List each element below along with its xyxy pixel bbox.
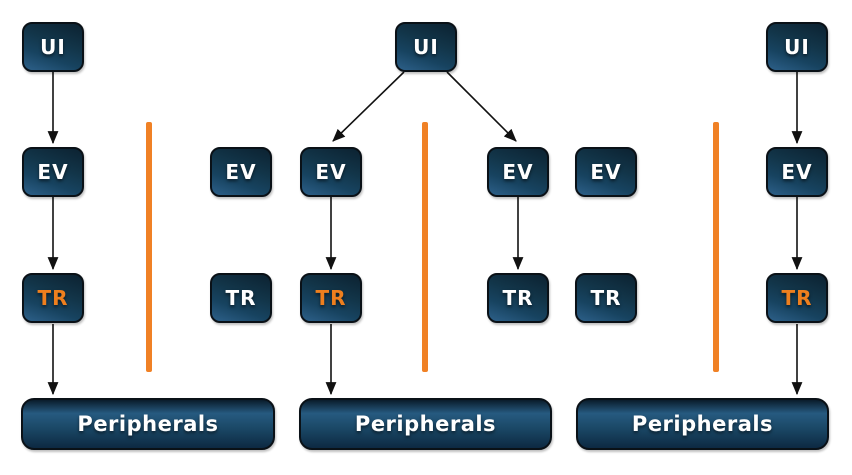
node-ev-right: EV bbox=[766, 147, 828, 197]
node-label: UI bbox=[784, 35, 810, 59]
node-label: TR bbox=[225, 286, 257, 310]
node-label: EV bbox=[37, 160, 69, 184]
node-label: EV bbox=[590, 160, 622, 184]
node-ui-right: UI bbox=[766, 22, 828, 72]
node-ev-left: EV bbox=[22, 147, 84, 197]
bar-label: Peripherals bbox=[631, 412, 774, 436]
bar-peripherals-left: Peripherals bbox=[21, 398, 275, 450]
divider-line-middle bbox=[422, 122, 428, 372]
node-label: EV bbox=[225, 160, 257, 184]
node-tr-left: TR bbox=[22, 273, 84, 323]
divider-line-right bbox=[713, 122, 719, 372]
node-label: TR bbox=[502, 286, 534, 310]
node-ev-standalone-left: EV bbox=[210, 147, 272, 197]
node-ui-middle: UI bbox=[395, 22, 457, 72]
node-ev-middle-left: EV bbox=[300, 147, 362, 197]
node-label: TR bbox=[37, 286, 69, 310]
bar-peripherals-middle: Peripherals bbox=[299, 398, 552, 450]
node-label: TR bbox=[781, 286, 813, 310]
node-label: EV bbox=[781, 160, 813, 184]
node-label: TR bbox=[315, 286, 347, 310]
node-label: TR bbox=[590, 286, 622, 310]
node-tr-right: TR bbox=[766, 273, 828, 323]
node-ui-left: UI bbox=[22, 22, 84, 72]
node-label: UI bbox=[40, 35, 66, 59]
divider-line-left bbox=[146, 122, 152, 372]
node-label: UI bbox=[413, 35, 439, 59]
bar-label: Peripherals bbox=[77, 412, 219, 436]
arrow-ui-middle-to-ev-middle-left bbox=[332, 71, 405, 142]
node-tr-standalone-left: TR bbox=[210, 273, 272, 323]
node-ev-standalone-right: EV bbox=[575, 147, 637, 197]
bar-label: Peripherals bbox=[354, 412, 497, 436]
node-tr-middle-right: TR bbox=[487, 273, 549, 323]
node-ev-middle-right: EV bbox=[487, 147, 549, 197]
node-tr-middle-left: TR bbox=[300, 273, 362, 323]
node-tr-standalone-right: TR bbox=[575, 273, 637, 323]
node-label: EV bbox=[502, 160, 534, 184]
node-label: EV bbox=[315, 160, 347, 184]
bar-peripherals-right: Peripherals bbox=[576, 398, 829, 450]
arrow-ui-middle-to-ev-middle-right bbox=[446, 71, 517, 142]
